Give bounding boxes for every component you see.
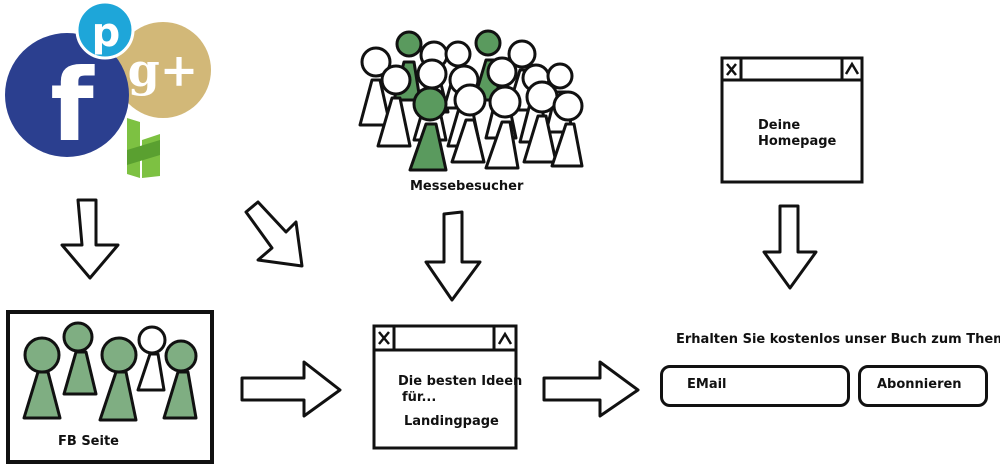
- landing-text-line1: Die besten Ideen: [398, 374, 523, 389]
- landing-text-line3: Landingpage: [404, 414, 499, 429]
- landing-window: [372, 324, 518, 450]
- google-plus-icon: g+: [115, 22, 211, 118]
- svg-text:g+: g+: [128, 43, 199, 97]
- arrow-homepage-to-signup: [762, 204, 818, 290]
- subscribe-button[interactable]: Abonnieren: [858, 365, 988, 407]
- signup-headline: Erhalten Sie kostenlos unser Buch zum Th…: [676, 332, 1000, 347]
- arrow-social-to-fb: [60, 198, 120, 280]
- pinterest-icon: p: [75, 0, 135, 60]
- homepage-text-line2: Homepage: [758, 134, 837, 149]
- crowd-figures: [358, 29, 584, 172]
- crowd-label: Messebesucher: [410, 179, 524, 194]
- arrow-social-to-landing: [244, 200, 304, 268]
- houzz-icon: [127, 118, 160, 178]
- svg-text:f: f: [50, 47, 95, 164]
- homepage-text-line1: Deine: [758, 118, 801, 133]
- arrow-crowd-to-landing: [424, 210, 482, 302]
- social-icons-cluster: g+ f p: [5, 0, 211, 178]
- svg-text:p: p: [92, 10, 121, 56]
- subscribe-button-label: Abonnieren: [877, 377, 962, 392]
- landing-text-line2: für...: [402, 390, 437, 405]
- arrow-landing-to-signup: [542, 360, 640, 418]
- facebook-icon: f: [5, 33, 129, 164]
- email-field[interactable]: EMail: [660, 365, 850, 407]
- arrow-fb-to-landing: [240, 360, 342, 418]
- email-field-label: EMail: [687, 377, 727, 392]
- homepage-window: [720, 56, 864, 184]
- fb-page-label: FB Seite: [58, 434, 119, 449]
- fb-page-frame: [6, 310, 214, 464]
